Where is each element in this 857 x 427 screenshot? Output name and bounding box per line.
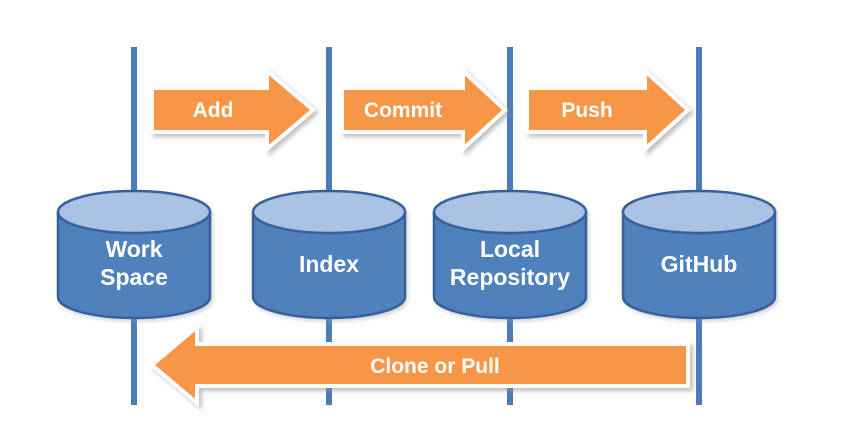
cylinder-body: [251, 210, 407, 320]
right-arrow-shape: [150, 66, 317, 154]
cylinder-body: [432, 210, 588, 320]
arrow-label: Clone or Pull: [370, 355, 500, 378]
cylinder-body: [621, 210, 777, 320]
left-arrow-shape: [148, 322, 690, 408]
right-arrow-shape: [525, 66, 691, 154]
arrow-label: Add: [193, 99, 234, 122]
node-local-repository: Local Repository: [432, 189, 588, 320]
node-label: GitHub: [661, 251, 738, 277]
cylinder-top: [251, 189, 407, 235]
arrow-label: Push: [561, 99, 612, 122]
node-label: Index: [299, 251, 359, 277]
cylinder-top: [621, 189, 777, 235]
right-arrow-shape: [340, 66, 508, 154]
arrow-commit: Commit: [340, 66, 508, 154]
node-label: Local: [480, 236, 540, 262]
arrow-clone-or-pull: Clone or Pull: [148, 322, 690, 408]
node-index: Index: [251, 189, 407, 320]
node-label: Repository: [450, 264, 570, 290]
arrow-add: Add: [150, 66, 317, 154]
node-label: Space: [100, 264, 168, 290]
cylinder-body: [56, 210, 212, 320]
arrow-push: Push: [525, 66, 691, 154]
node-label: Work: [105, 236, 162, 262]
cylinder-top: [432, 189, 588, 235]
node-work-space: Work Space: [56, 189, 212, 320]
node-github: GitHub: [621, 189, 777, 320]
arrow-label: Commit: [364, 99, 442, 122]
cylinder-top: [56, 189, 212, 235]
